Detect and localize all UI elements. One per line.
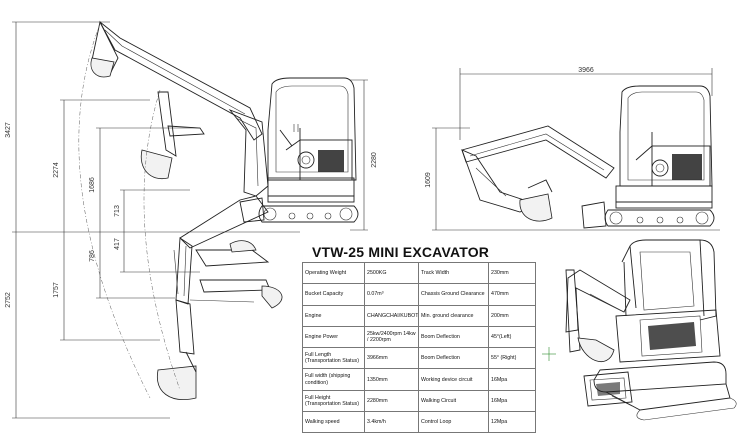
spec-label: Engine Power: [302, 325, 365, 349]
spec-label: Min. ground clearance: [418, 304, 489, 327]
spec-label: Boom Deflection: [418, 325, 489, 349]
spec-label: Operating Weight: [302, 261, 365, 285]
spec-label: Working device circuit: [418, 368, 489, 391]
spec-value: 230mm: [488, 261, 536, 285]
table-row: Operating Weight 2500KG Track Width 230m…: [302, 261, 536, 285]
table-row: Full Length (Transportation Status) 3966…: [302, 347, 536, 370]
spec-value: 1350mm: [364, 368, 419, 391]
side-view-transport: 3966 1609: [425, 67, 720, 231]
spec-value: 3966mm: [364, 347, 419, 370]
dim-depth-2: 2752: [5, 292, 12, 308]
dim-mid-3: 417: [114, 238, 121, 250]
spec-value: 0.07m³: [364, 283, 419, 306]
table-row: Bucket Capacity 0.07m³ Chassis Ground Cl…: [302, 283, 536, 306]
spec-value: 55° (Right): [488, 347, 536, 370]
specs-table: Operating Weight 2500KG Track Width 230m…: [302, 261, 536, 433]
spec-label: Full Length (Transportation Status): [302, 347, 365, 370]
spec-value: 16Mpa: [488, 389, 536, 413]
spec-label: Walking speed: [302, 411, 365, 433]
table-row: Walking speed 3.4km/h Control Loop 12Mpa: [302, 411, 536, 433]
dim-mid-1: 1686: [89, 177, 96, 193]
dim-mid-2: 713: [114, 205, 121, 217]
dim-dig-reach-upper: 2274: [53, 162, 60, 178]
table-row: Full width (shipping condition) 1350mm W…: [302, 368, 536, 391]
spec-value: 200mm: [488, 304, 536, 327]
spec-value: 45°(Left): [488, 325, 536, 349]
dim-overall-length: 3966: [578, 67, 594, 74]
spec-label: Bucket Capacity: [302, 283, 365, 306]
table-row: Engine CHANGCHAI/KUBOTA Min. ground clea…: [302, 304, 536, 327]
working-range-dimensions: 3427 2752 2274 1757 1686 786 713 417: [5, 21, 300, 419]
dim-mid-4: 786: [89, 250, 96, 262]
spec-value: 12Mpa: [488, 411, 536, 433]
dim-total-height: 3427: [5, 122, 12, 138]
table-row: Full Height (Transportation Status) 2280…: [302, 389, 536, 413]
spec-label: Track Width: [418, 261, 489, 285]
spec-label: Chassis Ground Clearance: [418, 283, 489, 306]
spec-value: 2500KG: [364, 261, 419, 285]
spec-label: Engine: [302, 304, 365, 327]
spec-value: 3.4km/h: [364, 411, 419, 433]
left-machine-body: [239, 77, 359, 223]
dim-side-height: 1609: [425, 172, 432, 188]
spec-label: Full Height (Transportation Status): [302, 389, 365, 413]
page-title: VTW-25 MINI EXCAVATOR: [312, 244, 490, 260]
dim-cab-height: 2280: [371, 152, 378, 168]
isometric-view: [542, 239, 737, 421]
dim-depth-1: 1757: [53, 282, 60, 298]
spec-label: Boom Deflection: [418, 347, 489, 370]
spec-value: 25kw/2400rpm 14kw / 2200rpm: [364, 325, 419, 349]
table-row: Engine Power 25kw/2400rpm 14kw / 2200rpm…: [302, 325, 536, 349]
spec-label: Full width (shipping condition): [302, 368, 365, 391]
spec-value: 470mm: [488, 283, 536, 306]
spec-value: CHANGCHAI/KUBOTA: [364, 304, 419, 327]
spec-label: Control Loop: [418, 411, 489, 433]
side-view-working-range: 2280: [78, 20, 378, 400]
spec-value: 16Mpa: [488, 368, 536, 391]
spec-label: Walking Circuit: [418, 389, 489, 413]
spec-value: 2280mm: [364, 389, 419, 413]
